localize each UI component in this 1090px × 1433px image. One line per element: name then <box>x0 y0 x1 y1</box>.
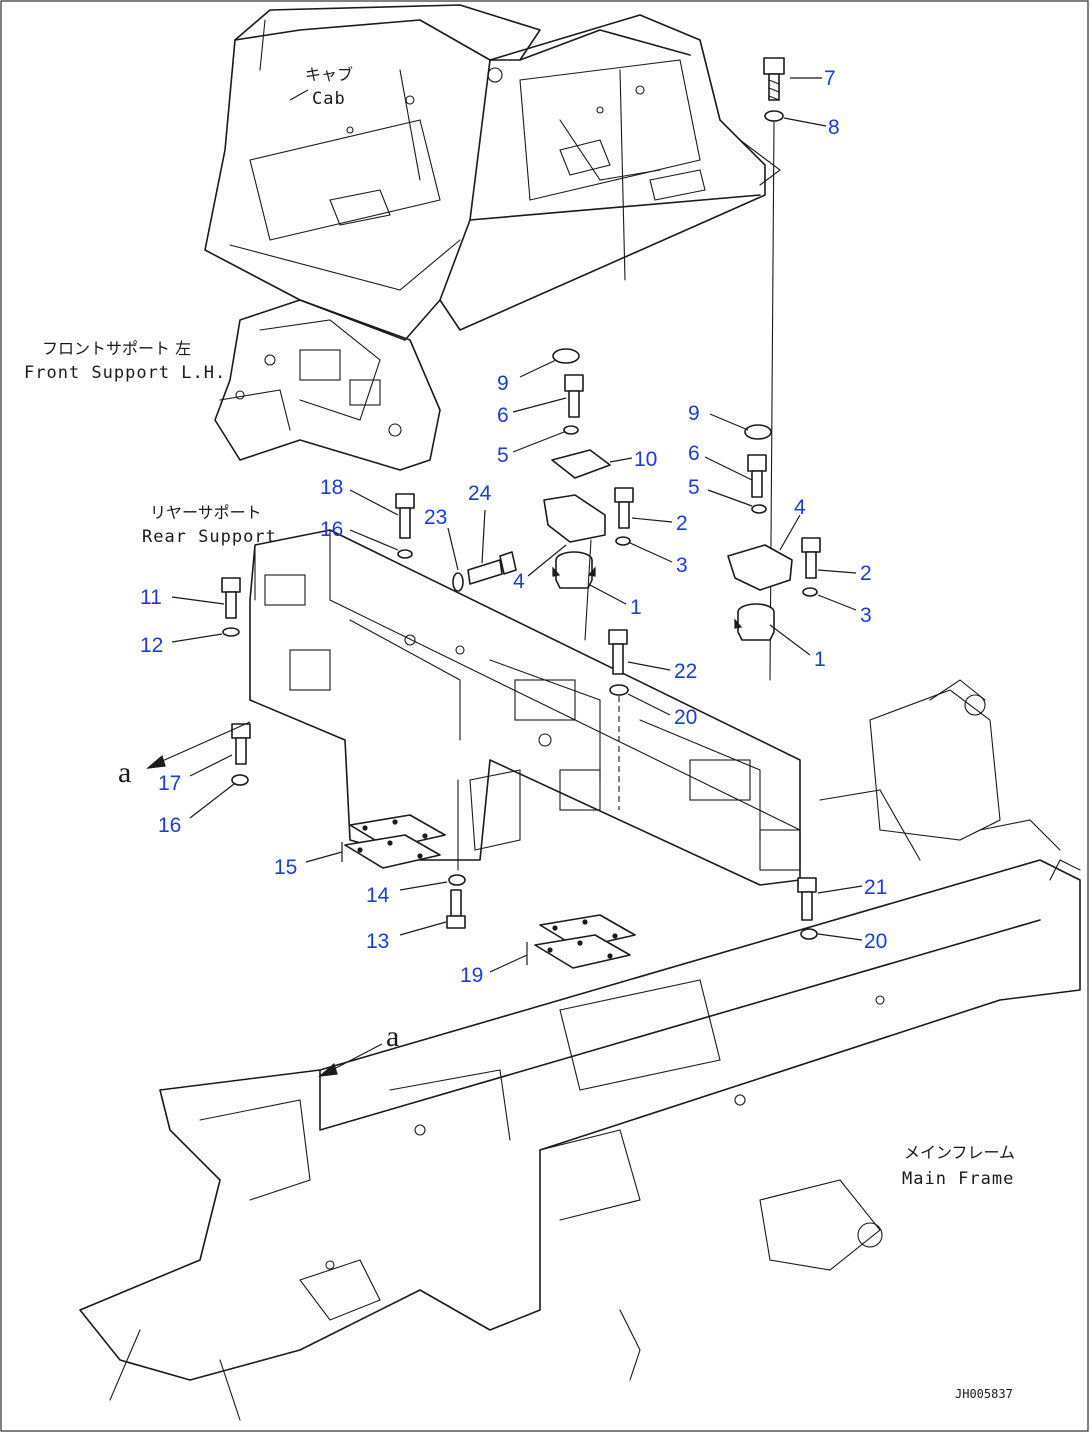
mount-1-right <box>734 603 775 641</box>
plate-4-right <box>727 544 793 591</box>
callout-3: 3 <box>860 604 872 627</box>
view-arrow-a-upper <box>146 721 251 769</box>
cab-drawing <box>204 4 781 341</box>
washer-3-left <box>615 536 631 546</box>
main-frame-drawing <box>79 679 1081 1421</box>
shims-19 <box>534 914 636 969</box>
washer-9-left <box>552 348 580 364</box>
bolt-24 <box>467 551 517 585</box>
callout-24: 24 <box>468 482 492 505</box>
leader-lines <box>171 77 863 973</box>
center-line-left <box>584 539 592 641</box>
callout-12: 12 <box>140 634 163 657</box>
callout-16: 16 <box>158 814 181 837</box>
front-support-drawing <box>214 299 441 471</box>
center-line-7 <box>769 121 775 681</box>
callout-13: 13 <box>366 930 389 953</box>
assembly-labels: キャブ Cab フロントサポート 左 Front Support L.H. リヤ… <box>24 65 1015 1401</box>
bolt-18 <box>395 493 415 539</box>
callout-2: 2 <box>676 512 688 535</box>
washer-23 <box>452 572 464 592</box>
bolt-6-left <box>564 374 584 418</box>
washer-5-left <box>563 425 579 435</box>
callout-9: 9 <box>497 372 509 395</box>
callout-8: 8 <box>828 116 840 139</box>
plate-4-left <box>543 494 606 543</box>
washer-3-right <box>802 587 818 597</box>
bolt-21 <box>797 877 817 921</box>
callout-23: 23 <box>424 506 447 529</box>
callout-16: 16 <box>320 518 343 541</box>
main-frame-label-jp: メインフレーム <box>904 1143 1015 1162</box>
washer-12 <box>222 627 240 637</box>
washer-16-bottom <box>231 774 249 786</box>
view-letter-a-lower: a <box>386 1020 399 1053</box>
washer-5-right <box>751 504 767 514</box>
callout-14: 14 <box>366 884 390 907</box>
front-support-label-jp: フロントサポート 左 <box>42 339 191 358</box>
callout-22: 22 <box>674 660 697 683</box>
callout-5: 5 <box>688 476 700 499</box>
front-support-label-en: Front Support L.H. <box>24 363 226 383</box>
rear-support-label-jp: リヤーサポート <box>150 503 262 522</box>
callout-numbers: 7 8 9 6 5 10 9 6 5 4 2 3 4 1 2 3 1 18 16… <box>140 67 887 987</box>
callout-7: 7 <box>824 67 836 90</box>
washer-8 <box>764 110 784 122</box>
callout-4: 4 <box>794 496 806 519</box>
bolt-6-right <box>747 454 767 498</box>
washer-20-bottom <box>800 928 818 940</box>
callout-19: 19 <box>460 964 483 987</box>
callout-3: 3 <box>676 554 688 577</box>
callout-11: 11 <box>140 586 162 609</box>
callout-20: 20 <box>864 930 887 953</box>
view-letter-a-upper: a <box>118 756 131 789</box>
callout-17: 17 <box>158 772 181 795</box>
bolt-11 <box>221 577 241 619</box>
callout-6: 6 <box>497 404 509 427</box>
callout-9: 9 <box>688 402 700 425</box>
main-frame-label-en: Main Frame <box>902 1169 1014 1189</box>
bolt-22 <box>608 629 628 675</box>
washer-14 <box>448 874 466 886</box>
callout-4: 4 <box>513 570 525 593</box>
washer-20-top <box>609 684 629 696</box>
washer-16-top <box>397 549 413 559</box>
washer-9-right <box>744 424 772 440</box>
callout-5: 5 <box>497 444 509 467</box>
callout-15: 15 <box>274 856 297 879</box>
cab-label-en: Cab <box>312 89 346 109</box>
rear-support-label-en: Rear Support <box>142 527 277 547</box>
bolt-17 <box>231 723 251 765</box>
shim-10 <box>551 449 611 479</box>
callout-20: 20 <box>674 706 697 729</box>
callout-10: 10 <box>634 448 657 471</box>
rear-support-drawing <box>249 529 801 886</box>
callout-21: 21 <box>864 876 887 899</box>
bolt-2-left <box>614 487 634 529</box>
bolt-7 <box>763 57 785 101</box>
callout-6: 6 <box>688 442 700 465</box>
bolt-2-right <box>801 537 821 579</box>
mount-1-left <box>552 551 596 589</box>
drawing-code: JH005837 <box>955 1387 1013 1401</box>
callout-2: 2 <box>860 562 872 585</box>
cab-label-jp: キャブ <box>305 65 353 84</box>
view-arrow-a-lower <box>318 1043 383 1077</box>
callout-1: 1 <box>814 648 826 671</box>
bolt-13 <box>446 889 466 929</box>
shims-15 <box>344 814 446 869</box>
callout-1: 1 <box>630 596 642 619</box>
callout-18: 18 <box>320 476 343 499</box>
